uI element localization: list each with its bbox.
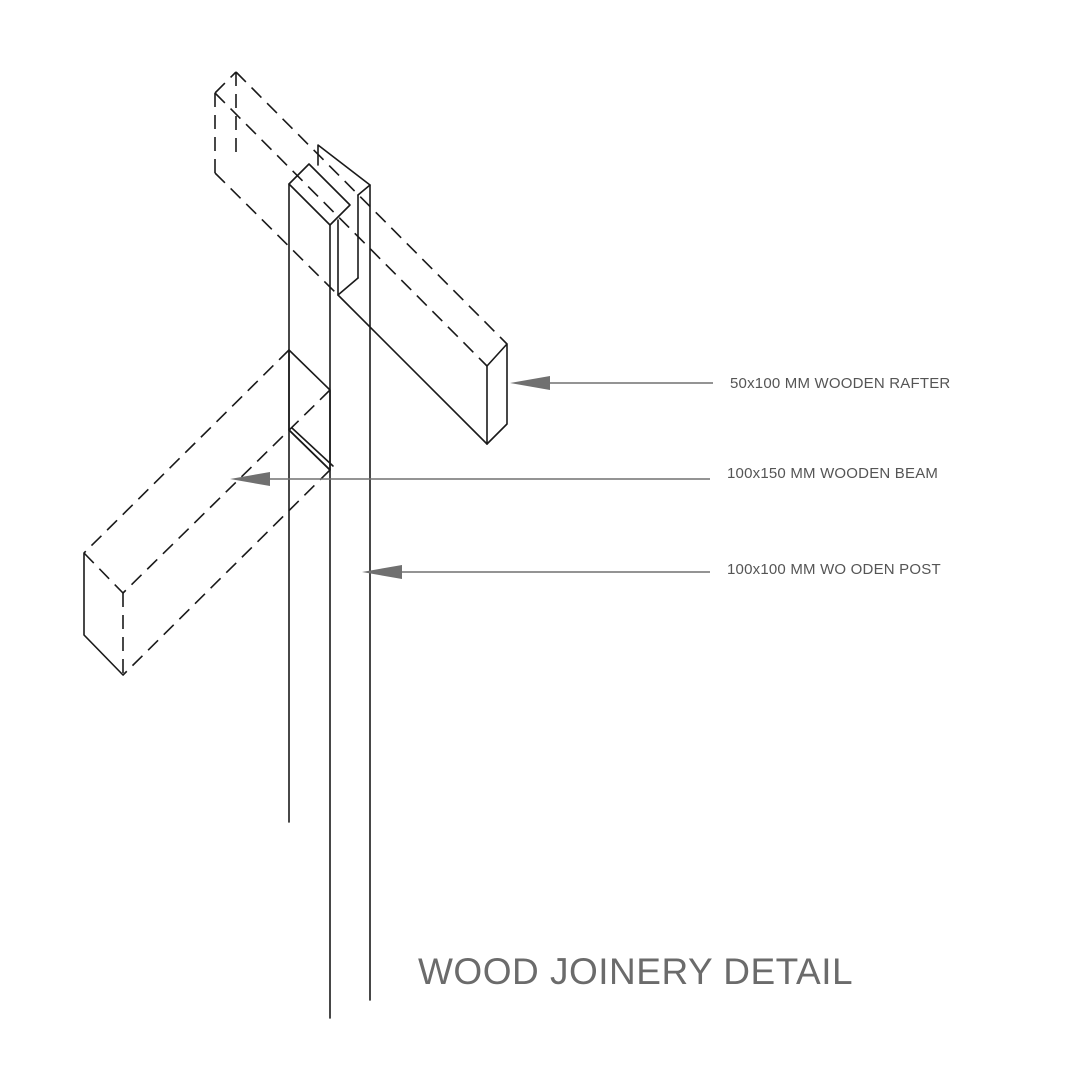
callout-beam: 100x150 MM WOODEN BEAM [230, 465, 938, 486]
beam-hidden-bottom [122, 469, 331, 676]
rafter-notch [337, 219, 359, 296]
beam-hidden-top-near [122, 389, 331, 594]
post-top-tenon [317, 144, 371, 196]
arrowhead-beam [230, 472, 270, 486]
callout-rafter: 50x100 MM WOODEN RAFTER [510, 375, 950, 392]
rafter-end-face [486, 343, 508, 445]
beam-hidden-end-top [83, 552, 124, 594]
post [288, 144, 371, 1019]
rafter-visible-edge [337, 294, 488, 445]
beam-end-edge-left [83, 552, 124, 676]
arrowhead-post [362, 565, 402, 579]
beam [83, 349, 334, 676]
drawing-title: WOOD JOINERY DETAIL [418, 951, 853, 992]
beam-joint-diagonal-2 [291, 427, 334, 467]
rafter-hidden-top-far [235, 71, 508, 345]
label-post: 100x100 MM WO ODEN POST [727, 561, 941, 578]
rafter [214, 71, 508, 445]
label-rafter: 50x100 MM WOODEN RAFTER [730, 375, 950, 392]
post-top-cap [288, 163, 351, 226]
beam-joint-diagonal [288, 429, 331, 471]
rafter-hidden-back-end [214, 71, 237, 94]
beam-hidden-top-far [83, 349, 290, 554]
arrowhead-rafter [510, 376, 550, 390]
rafter-hidden-top-near [214, 92, 488, 367]
rafter-hidden-bottom [214, 172, 339, 296]
callout-post: 100x100 MM WO ODEN POST [362, 561, 941, 579]
label-beam: 100x150 MM WOODEN BEAM [727, 465, 938, 482]
